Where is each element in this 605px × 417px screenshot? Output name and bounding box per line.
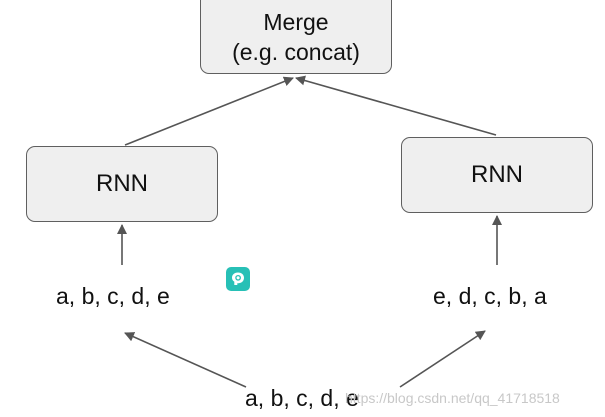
rnn-right-label: RNN <box>471 161 523 188</box>
arrow-input-to-right-seq <box>399 330 486 388</box>
arrow-right-rnn-to-merge <box>295 75 497 136</box>
merge-title: Merge <box>263 8 329 35</box>
merge-subtitle: (e.g. concat) <box>232 38 360 65</box>
sequence-reversed: e, d, c, b, a <box>433 283 547 309</box>
rnn-right-node: RNN <box>401 137 593 213</box>
brain-icon[interactable] <box>226 267 250 291</box>
arrow-input-to-left-seq <box>124 332 247 388</box>
arrow-left-rnn-to-merge <box>124 76 294 146</box>
rnn-left-node: RNN <box>26 146 218 222</box>
watermark: https://blog.csdn.net/qq_41718518 <box>345 390 560 406</box>
sequence-input: a, b, c, d, e <box>245 385 359 411</box>
rnn-left-label: RNN <box>96 170 148 197</box>
sequence-forward: a, b, c, d, e <box>56 283 170 309</box>
merge-node: Merge (e.g. concat) <box>200 0 392 74</box>
